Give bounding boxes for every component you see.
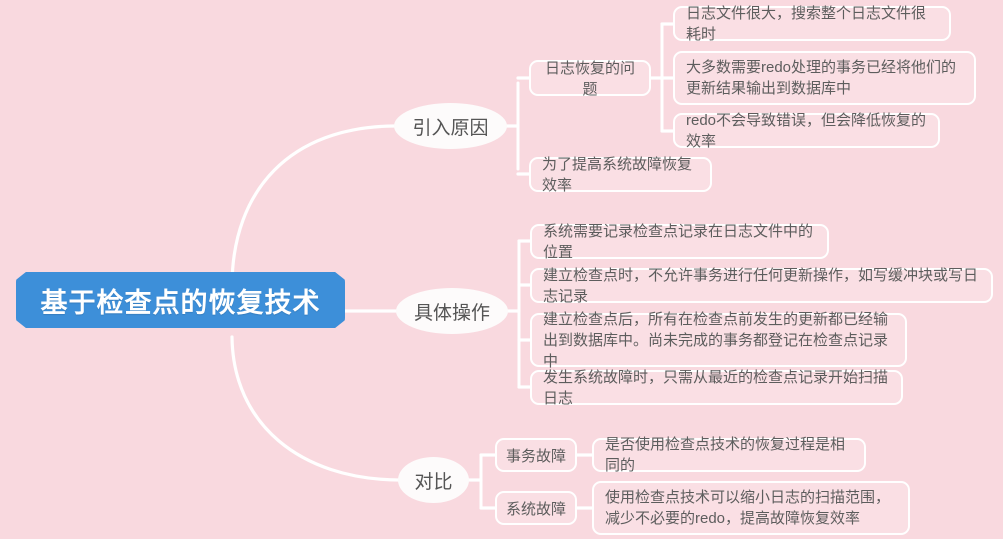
root-node[interactable]: 基于检查点的恢复技术 (16, 272, 345, 328)
leaf-record-checkpoint-position-label: 系统需要记录检查点记录在日志文件中的位置 (543, 222, 814, 261)
leaf-redo-no-error[interactable]: redo不会导致错误，但会降低恢复的效率 (673, 112, 940, 150)
branch-node-operation[interactable]: 具体操作 (396, 288, 508, 334)
link-root-to-reason (230, 124, 396, 286)
leaf-no-update-during-checkpoint[interactable]: 建立检查点时，不允许事务进行任何更新操作，如写缓冲块或写日志记录 (530, 267, 993, 305)
leaf-record-checkpoint-position[interactable]: 系统需要记录检查点记录在日志文件中的位置 (530, 223, 829, 261)
leaf-after-checkpoint-output[interactable]: 建立检查点后，所有在检查点前发生的更新都已经输出到数据库中。尚未完成的事务都登记… (530, 311, 907, 370)
branch-node-operation-label: 具体操作 (413, 302, 490, 324)
node-system-fault[interactable]: 系统故障 (495, 491, 577, 525)
leaf-same-recovery-process[interactable]: 是否使用检查点技术的恢复过程是相同的 (592, 436, 866, 474)
branch-node-reason-label: 引入原因 (412, 117, 489, 139)
leaf-checkpoint-narrows-scan-label: 使用检查点技术可以缩小日志的扫描范围，减少不必要的redo，提高故障恢复效率 (605, 489, 891, 527)
leaf-scan-from-latest-checkpoint[interactable]: 发生系统故障时，只需从最近的检查点记录开始扫描日志 (530, 369, 903, 407)
leaf-redo-no-error-label: redo不会导致错误，但会降低恢复的效率 (686, 111, 927, 150)
branch-node-compare-label: 对比 (414, 471, 453, 493)
leaf-improve-recovery-efficiency-label: 为了提高系统故障恢复效率 (542, 155, 693, 194)
branch-node-compare[interactable]: 对比 (398, 457, 469, 503)
node-log-recovery-problem-label: 日志恢复的问题 (544, 60, 635, 98)
leaf-redo-already-output-label: 大多数需要redo处理的事务已经将他们的更新结果输出到数据库中 (686, 59, 957, 97)
node-transaction-fault[interactable]: 事务故障 (495, 438, 577, 472)
leaf-improve-recovery-efficiency[interactable]: 为了提高系统故障恢复效率 (529, 156, 712, 194)
leaf-checkpoint-narrows-scan[interactable]: 使用检查点技术可以缩小日志的扫描范围，减少不必要的redo，提高故障恢复效率 (592, 481, 910, 535)
leaf-same-recovery-process-label: 是否使用检查点技术的恢复过程是相同的 (605, 436, 846, 474)
leaf-no-update-during-checkpoint-label: 建立检查点时，不允许事务进行任何更新操作，如写缓冲块或写日志记录 (543, 266, 979, 305)
link-root-to-compare (230, 335, 400, 482)
leaf-log-file-large[interactable]: 日志文件很大，搜索整个日志文件很耗时 (673, 5, 951, 43)
leaf-scan-from-latest-checkpoint-label: 发生系统故障时，只需从最近的检查点记录开始扫描日志 (543, 368, 889, 407)
leaf-log-file-large-label: 日志文件很大，搜索整个日志文件很耗时 (686, 4, 927, 43)
node-system-fault-label: 系统故障 (505, 500, 566, 518)
node-transaction-fault-label: 事务故障 (505, 447, 566, 465)
leaf-after-checkpoint-output-label: 建立检查点后，所有在检查点前发生的更新都已经输出到数据库中。尚未完成的事务都登记… (543, 310, 889, 370)
leaf-redo-already-output[interactable]: 大多数需要redo处理的事务已经将他们的更新结果输出到数据库中 (673, 51, 976, 105)
root-node-label: 基于检查点的恢复技术 (40, 287, 321, 318)
branch-node-reason[interactable]: 引入原因 (394, 103, 507, 149)
node-log-recovery-problem[interactable]: 日志恢复的问题 (529, 60, 651, 98)
